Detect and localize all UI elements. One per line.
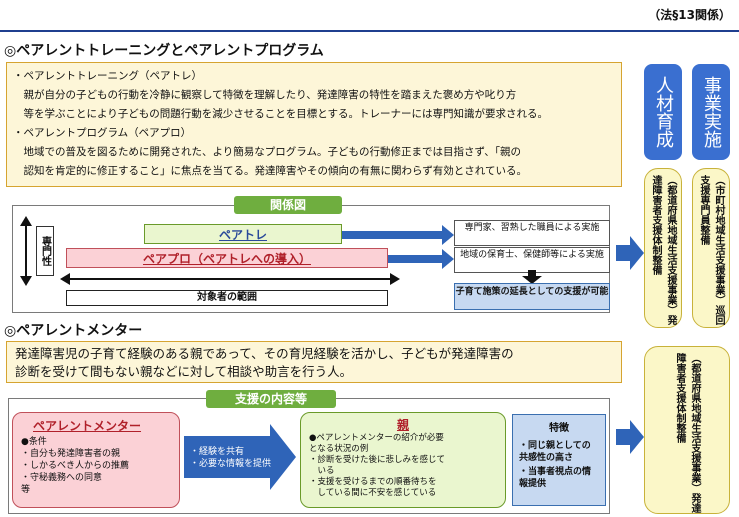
mentor-title: ペアレントメンター	[33, 419, 142, 433]
header-rule	[0, 30, 739, 32]
section1-line: ・ペアレントプログラム（ペアプロ）	[13, 127, 192, 139]
range-label-box: 対象者の範囲	[66, 290, 388, 306]
big-arrow-upper	[616, 236, 644, 270]
range-arrow	[60, 273, 400, 285]
arrow-item: ・経験を共有	[190, 447, 245, 457]
parent-line: ●ペアレントメンターの紹介が必要	[309, 433, 444, 443]
note-arrow-down	[522, 270, 542, 284]
conditions-title: ●条件	[21, 437, 47, 447]
jigyo-header: 事業実施	[692, 64, 730, 160]
condition-item: 等	[21, 485, 31, 495]
expertise-label: 専門性	[39, 236, 51, 266]
section1-description-box: ・ペアレントトレーニング（ペアトレ） 親が自分の子どもの行動を冷静に観察して特徴…	[6, 62, 622, 187]
section2-line: 診断を受けて間もない親などに対して相談や助言を行う人。	[15, 364, 353, 379]
section2-line: 発達障害児の子育て経験のある親であって、その育児経験を活かし、子どもが発達障害の	[15, 346, 514, 361]
big-arrow-lower	[616, 420, 644, 454]
jinzai-header: 人材育成	[644, 64, 682, 160]
diagram-arrows	[342, 225, 454, 269]
parent-line: となる状況の例	[309, 444, 369, 454]
support-title: 支援の内容等	[206, 390, 336, 408]
pp-bar: ペアプロ（ペアトレへの導入）	[66, 248, 388, 268]
arrow-item: ・必要な情報を提供	[190, 459, 272, 469]
expertise-axis-arrow	[20, 216, 32, 286]
diagram-title: 関係図	[234, 196, 342, 214]
right-column-text: （市町村地域生活支援事業）巡回支援専門員整備	[698, 175, 724, 325]
condition-item: ・しかるべき人からの推薦	[21, 461, 130, 471]
parent-line: ・支援を受けるまでの順番待ちを	[309, 477, 437, 487]
section1-line: ・ペアレントトレーニング（ペアトレ）	[13, 70, 202, 82]
law-reference: （法§13関係）	[648, 8, 731, 22]
parent-title: 親	[396, 418, 409, 432]
section2-title: ◎ペアレントメンター	[4, 323, 143, 339]
feature-box: 特徴 ・同じ親としての共感性の高さ ・当事者視点の情報提供	[512, 414, 606, 506]
parent-line: いる	[309, 466, 335, 476]
pt-bar: ペアトレ	[144, 224, 342, 244]
arrow-text: ・経験を共有 ・必要な情報を提供	[190, 446, 286, 470]
note-expert: 専門家、習熟した職員による実施	[454, 220, 610, 246]
section1-line: 親が自分の子どもの行動を冷静に観察して特徴を理解したり、発達障害の特性を踏まえた…	[13, 89, 517, 101]
right-column-prefectural-1: （都道府県地域生活支援事業）発達障害者支援体制整備	[644, 168, 682, 328]
parent-line: している間に不安を感じている	[309, 488, 437, 498]
feature-item: ・当事者視点の情報提供	[519, 467, 592, 489]
section1-line: 地域での普及を図るために開発された、より簡易なプログラム。子どもの行動修正までは…	[13, 146, 521, 158]
right-column-prefectural-2: （都道府県地域生活支援事業）発達障害者支援体制整備	[644, 346, 730, 514]
condition-item: ・自分も発達障害者の親	[21, 449, 121, 459]
expertise-label-box: 専門性	[36, 226, 54, 276]
condition-item: ・守秘義務への同意	[21, 473, 103, 483]
right-column-text: （都道府県地域生活支援事業）発達障害者支援体制整備	[650, 175, 676, 325]
right-column-text: （都道府県地域生活支援事業）発達障害者支援体制整備	[674, 353, 700, 513]
feature-title: 特徴	[549, 423, 569, 434]
note-childcare-support: 子育て施策の延長としての支援が可能	[454, 283, 610, 310]
section1-line: 等を学ぶことにより子どもの問題行動を減少させることを目標とする。トレーナーには専…	[13, 108, 548, 120]
right-column-municipal: （市町村地域生活支援事業）巡回支援専門員整備	[692, 168, 730, 328]
note-local-staff: 地域の保育士、保健師等による実施	[454, 247, 610, 273]
section2-description-box: 発達障害児の子育て経験のある親であって、その育児経験を活かし、子どもが発達障害の…	[6, 341, 622, 383]
mentor-box: ペアレントメンター ●条件 ・自分も発達障害者の親 ・しかるべき人からの推薦 ・…	[12, 412, 180, 508]
parent-box: 親 ●ペアレントメンターの紹介が必要 となる状況の例 ・診断を受けた後に悲しみを…	[300, 412, 506, 508]
feature-item: ・同じ親としての共感性の高さ	[519, 441, 591, 463]
section1-line: 認知を肯定的に修正すること」に焦点を当てる。発達障害やその傾向の有無に関わらず有…	[13, 165, 527, 177]
section1-title: ◎ペアレントトレーニングとペアレントプログラム	[4, 43, 324, 59]
parent-line: ・診断を受けた後に悲しみを感じて	[309, 455, 446, 465]
mentor-to-parent-arrow	[184, 424, 296, 490]
